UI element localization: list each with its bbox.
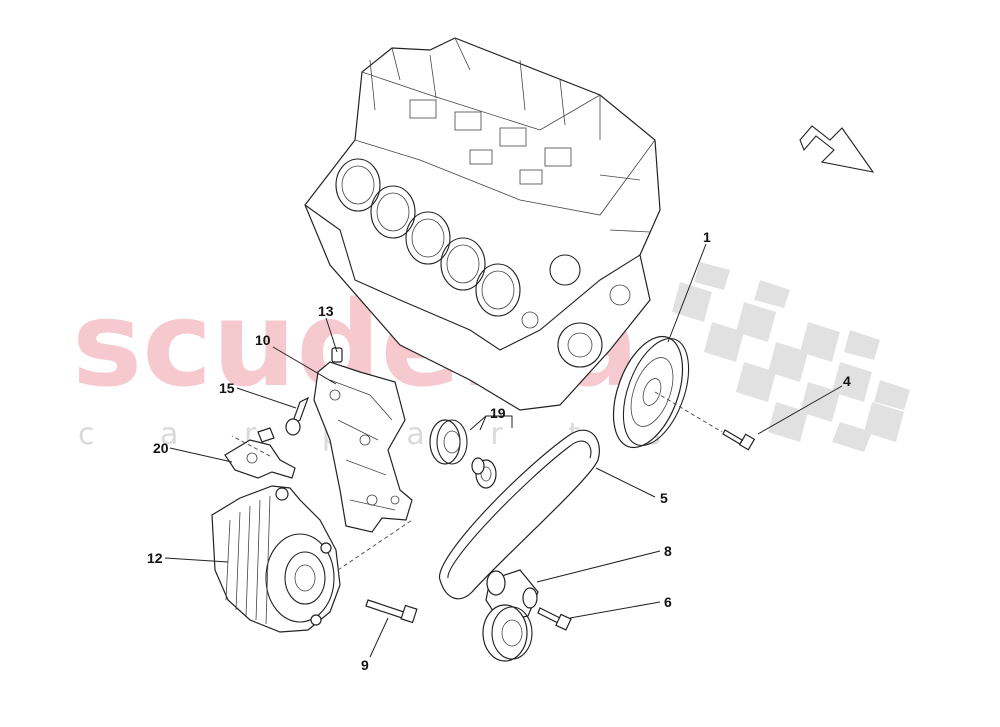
callout-10: 10 bbox=[255, 332, 271, 348]
leader-lines bbox=[164, 243, 843, 658]
clip bbox=[331, 347, 343, 363]
bracket-bolt bbox=[285, 396, 310, 436]
belt-tensioner bbox=[482, 569, 539, 662]
assembly-line-3 bbox=[231, 435, 271, 457]
engine-block bbox=[304, 37, 661, 411]
callout-8: 8 bbox=[664, 543, 672, 559]
callout-19: 19 bbox=[490, 405, 506, 421]
drive-belt bbox=[439, 429, 600, 600]
callout-13: 13 bbox=[318, 303, 334, 319]
assembly-line-2 bbox=[337, 519, 413, 571]
tensioner-bolt bbox=[537, 607, 572, 631]
hose-fitting bbox=[224, 427, 296, 479]
watermark-checker bbox=[672, 262, 910, 452]
callout-4: 4 bbox=[843, 373, 851, 389]
callout-1: 1 bbox=[703, 229, 711, 245]
callout-15: 15 bbox=[219, 380, 235, 396]
callout-6: 6 bbox=[664, 594, 672, 610]
pulley-bolt bbox=[722, 429, 756, 451]
alternator-bolt bbox=[365, 599, 418, 624]
callout-12: 12 bbox=[147, 550, 163, 566]
idler-pulley bbox=[429, 419, 497, 489]
callout-9: 9 bbox=[361, 657, 369, 673]
alternator bbox=[211, 485, 341, 633]
callout-20: 20 bbox=[153, 440, 169, 456]
assembly-line-1 bbox=[654, 391, 723, 433]
crankshaft-pulley bbox=[612, 335, 690, 449]
arrow-icon bbox=[799, 125, 875, 173]
callout-5: 5 bbox=[660, 490, 668, 506]
alternator-bracket bbox=[313, 361, 413, 533]
